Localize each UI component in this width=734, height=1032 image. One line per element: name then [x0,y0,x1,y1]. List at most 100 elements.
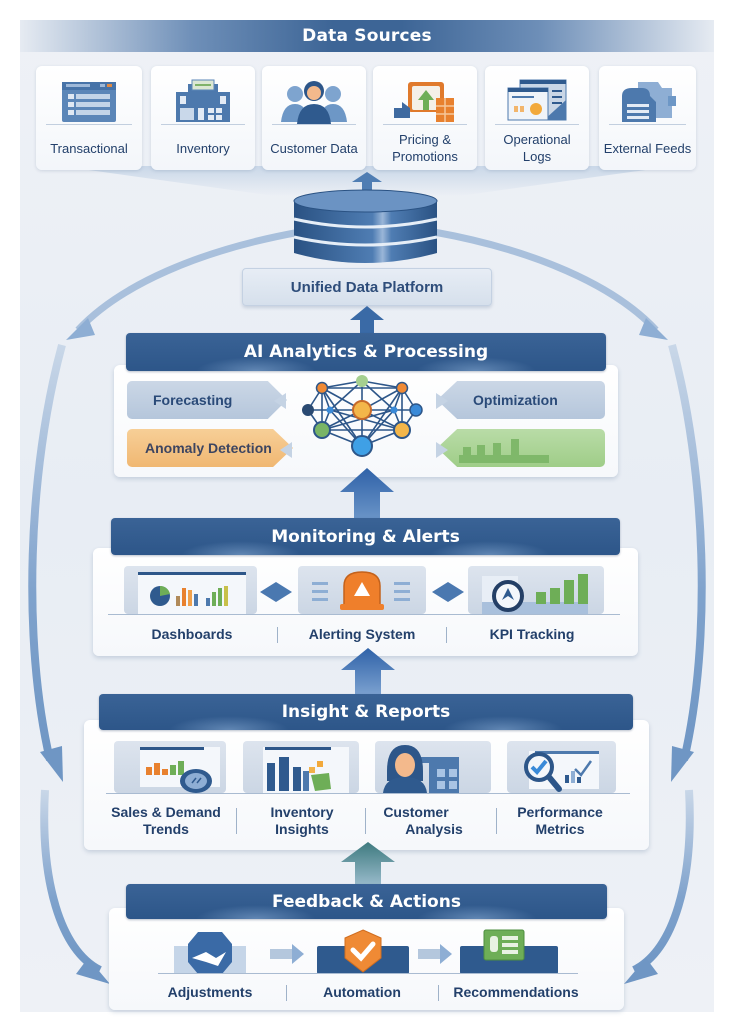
monitoring-divider [108,614,620,615]
monitoring-title: Monitoring & Alerts [271,526,460,547]
source-card-operational-logs[interactable]: Operational Logs [485,66,589,170]
alerting-system-label: Alerting System [308,626,416,642]
header-wave-decoration [416,357,536,371]
customer-profile-icon [383,745,459,793]
arrow-up-icon [350,306,384,334]
insights-title: Insight & Reports [281,702,451,722]
label-line: Sales & Demand [111,804,221,820]
arrowhead-right-main [671,746,694,782]
connector-arrow-icon [280,442,292,458]
customer-analysis-thumbnail[interactable] [375,741,491,793]
unified-data-platform[interactable]: Unified Data Platform [242,268,492,306]
separator [496,808,497,834]
forecasting-label: Forecasting [153,392,233,408]
header-wave-decoration [196,905,316,919]
card-divider [609,124,686,125]
card-divider [495,124,579,125]
arc-top-right [433,228,659,333]
inventory-insights-label: Inventory Insights [232,804,372,838]
source-label: Inventory [176,140,230,156]
feedback-divider [158,973,578,974]
connector-diamond-icon [260,582,292,602]
recommendations-label: Recommendations [453,984,579,1000]
check-shield-icon [344,929,382,973]
separator [446,627,447,643]
card-divider [161,124,245,125]
header-wave-decoration [196,357,316,371]
dashboards-label: Dashboards [151,626,233,642]
automation-thumbnail[interactable] [315,928,411,974]
dashboards-thumbnail[interactable] [124,566,257,614]
log-window-icon [507,79,567,121]
header-wave-decoration [430,541,550,555]
insights-header: Insight & Reports [99,694,633,730]
alarm-bell-icon [312,571,410,610]
source-label: Transactional [50,140,128,156]
source-label: Pricing & Promotions [392,132,458,164]
monitoring-header: Monitoring & Alerts [111,518,620,555]
label-line: Trends [143,821,189,837]
card-divider [46,124,132,125]
sales-demand-thumbnail[interactable] [114,741,226,793]
platform-label: Unified Data Platform [290,278,444,296]
transaction-table-icon [62,82,116,122]
arc-top-left [75,228,301,333]
source-card-pricing-promotions[interactable]: Pricing & Promotions [373,66,477,170]
analytics-header: AI Analytics & Processing [126,333,606,371]
alerting-system-thumbnail[interactable] [298,566,426,614]
wrench-icon [188,932,232,974]
inventory-insights-thumbnail[interactable] [243,741,359,793]
connector-arrow-icon [436,442,448,458]
recommendations-thumbnail[interactable] [456,928,562,974]
arrow-up-icon [341,842,395,888]
checklist-icon [483,929,525,961]
feedback-header: Feedback & Actions [126,884,607,919]
flow-arrow-icon [418,944,452,964]
flow-arrow-icon [270,944,304,964]
source-card-customer-data[interactable]: Customer Data [262,66,366,170]
performance-metrics-thumbnail[interactable] [507,741,616,793]
forecasting-module[interactable]: Forecasting [127,381,287,419]
performance-metrics-label: Performance Metrics [490,804,630,838]
data-sources-banner: Data Sources [20,20,714,52]
neural-network-icon [302,375,423,457]
arrow-up-icon [341,648,395,694]
optimization-chart-module[interactable] [437,429,605,467]
bar-chart-icon [459,439,549,463]
sales-chart-icon [140,747,220,793]
dashboard-icon [138,572,246,614]
header-wave-decoration [443,716,563,730]
label-line: Metrics [535,821,585,837]
arrow-up-to-database-icon [352,172,382,190]
arrowhead-top-right [639,318,668,340]
source-card-external-feeds[interactable]: External Feeds [599,66,696,170]
customers-icon [281,81,347,124]
data-sources-title: Data Sources [302,26,432,46]
analytics-title: AI Analytics & Processing [243,342,489,362]
price-tag-icon [394,82,454,122]
warehouse-icon [176,79,230,122]
sales-demand-label: Sales & Demand Trends [96,804,236,838]
label-line: Inventory [270,804,334,820]
card-divider [272,124,356,125]
adjustments-label: Adjustments [167,984,253,1000]
kpi-tracking-thumbnail[interactable] [468,566,604,614]
card-divider [383,124,467,125]
label-line: Insights [275,821,329,837]
header-wave-decoration [181,541,301,555]
database-icon [292,187,439,267]
label-line: Analysis [405,821,463,837]
automation-label: Automation [323,984,401,1000]
label-line: Performance [517,804,603,820]
inventory-chart-icon [263,747,349,793]
adjustments-thumbnail[interactable] [170,928,250,974]
source-label: Operational Logs [503,132,571,164]
header-wave-decoration [169,716,289,730]
source-card-transactional[interactable]: Transactional [36,66,142,170]
anomaly-detection-module[interactable]: Anomaly Detection [127,429,293,467]
separator [365,808,366,834]
separator [286,985,287,1001]
connector-arrow-icon [274,393,286,409]
optimization-module[interactable]: Optimization [437,381,605,419]
source-card-inventory[interactable]: Inventory [151,66,255,170]
